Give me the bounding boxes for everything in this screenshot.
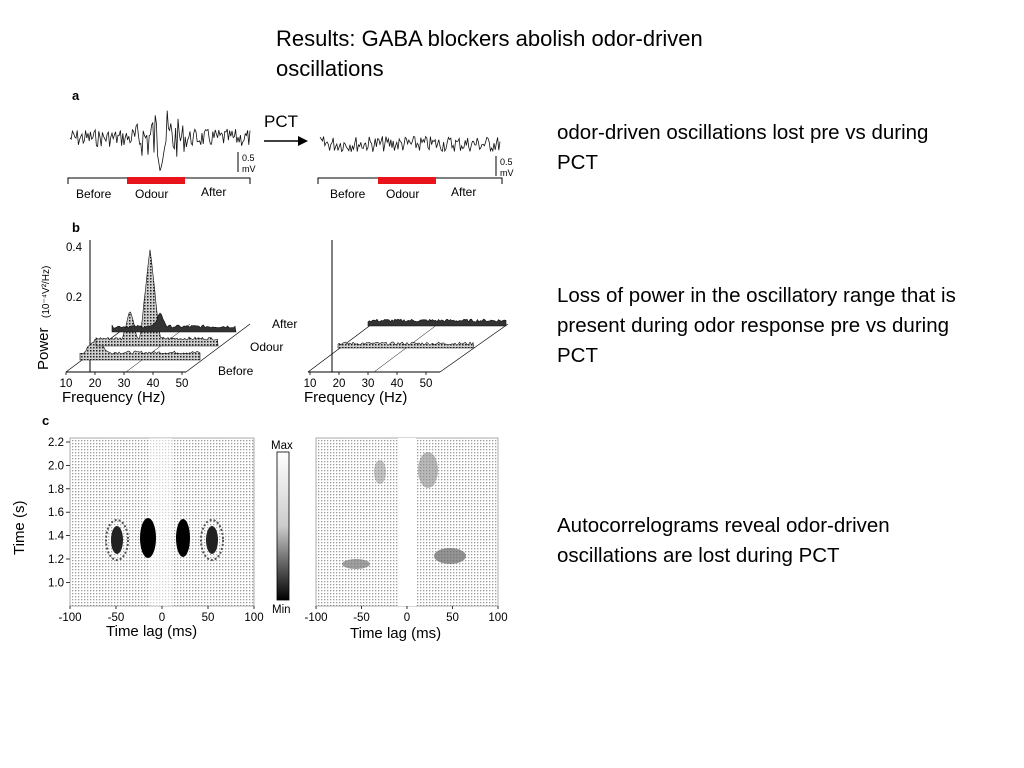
epoch-bar-left: Before Odour After — [67, 177, 251, 201]
tick-label: 1.0 — [48, 577, 64, 589]
trace-pre-pct — [69, 110, 251, 171]
tick-label: 10 — [304, 378, 317, 390]
scale-bar-right: 0.5 mV — [495, 156, 514, 178]
tick-label: 50 — [420, 378, 433, 390]
depth-before: Before — [218, 364, 254, 378]
tick-label: 30 — [362, 378, 375, 390]
figure: a PCT 0.5 mV 0.5 mV Before Odour After B… — [11, 88, 514, 642]
tick-label: -100 — [304, 612, 327, 624]
pct-arrow-icon — [264, 136, 308, 146]
tick-label: 40 — [391, 378, 404, 390]
tick-label: 0 — [159, 612, 165, 624]
odour-bar — [378, 177, 436, 184]
tick-label: 1.2 — [48, 554, 64, 566]
colorbar-max: Max — [271, 440, 293, 452]
autocorrelogram-during-pct — [315, 437, 499, 607]
note-autocorrelograms: Autocorrelograms reveal odor-driven osci… — [557, 514, 890, 567]
tick-label: 50 — [446, 612, 459, 624]
svg-text:0.5: 0.5 — [242, 153, 255, 163]
tick-label: 100 — [244, 612, 263, 624]
epoch-before: Before — [330, 187, 366, 201]
odour-bar — [127, 177, 185, 184]
lag-ticks-right: -100 -50 0 50 100 — [304, 606, 508, 624]
trace-during-pct — [319, 135, 501, 153]
pct-label: PCT — [264, 112, 298, 131]
depth-odour: Odour — [250, 340, 283, 354]
tick-label: -50 — [353, 612, 370, 624]
tick-label: 50 — [202, 612, 215, 624]
lag-axis-label-left: Time lag (ms) — [106, 623, 197, 640]
tick-label: 0 — [404, 612, 410, 624]
panel-a-label: a — [72, 88, 80, 103]
tick-label: -50 — [108, 612, 125, 624]
power-axis-label: Power — [35, 327, 52, 370]
epoch-odour: Odour — [386, 187, 419, 201]
tick-label: -100 — [58, 612, 81, 624]
panel-c-label: c — [42, 413, 49, 428]
spectrum-during-pct — [307, 240, 509, 373]
freq-ticks-right: 10 20 30 40 50 — [304, 372, 433, 390]
scale-bar-left: 0.5 mV — [237, 152, 256, 174]
colorbar: Max Min — [271, 440, 293, 616]
epoch-after: After — [201, 185, 226, 199]
autocorrelogram-pre-pct — [69, 437, 255, 607]
tick-label: 10 — [60, 378, 73, 390]
freq-ticks-left: 10 20 30 40 50 — [60, 372, 189, 390]
epoch-bar-right: Before Odour After — [317, 177, 503, 201]
tick-label: 2.0 — [48, 460, 64, 472]
ytick-0.2: 0.2 — [66, 292, 82, 304]
tick-label: 50 — [176, 378, 189, 390]
panel-b-label: b — [72, 220, 80, 235]
tick-label: 1.4 — [48, 531, 65, 543]
depth-after: After — [272, 317, 297, 331]
tick-label: 2.2 — [48, 437, 64, 449]
tick-label: 30 — [118, 378, 131, 390]
ytick-0.4: 0.4 — [66, 242, 83, 254]
epoch-before: Before — [76, 187, 112, 201]
tick-label: 1.6 — [48, 507, 64, 519]
spectrum-pre-pct — [65, 240, 251, 373]
lag-axis-label-right: Time lag (ms) — [350, 625, 441, 642]
freq-axis-label-right: Frequency (Hz) — [304, 389, 407, 406]
note-traces: odor-driven oscillations lost pre vs dur… — [557, 121, 929, 174]
time-ticks: 2.2 2.0 1.8 1.6 1.4 1.2 1.0 — [48, 437, 70, 589]
freq-axis-label-left: Frequency (Hz) — [62, 389, 165, 406]
slide-title: Results: GABA blockers abolish odor-driv… — [276, 26, 703, 81]
tick-label: 20 — [89, 378, 102, 390]
colorbar-min: Min — [272, 604, 291, 616]
epoch-odour: Odour — [135, 187, 168, 201]
tick-label: 100 — [488, 612, 507, 624]
time-axis-label: Time (s) — [11, 501, 28, 555]
power-unit: (10⁻⁴V²/Hz) — [41, 266, 52, 318]
tick-label: 40 — [147, 378, 160, 390]
svg-text:mV: mV — [242, 164, 256, 174]
tick-label: 1.8 — [48, 484, 64, 496]
lag-ticks-left: -100 -50 0 50 100 — [58, 606, 264, 624]
svg-text:mV: mV — [500, 168, 514, 178]
tick-label: 20 — [333, 378, 346, 390]
note-power-spectra: Loss of power in the oscillatory range t… — [557, 284, 956, 367]
svg-text:0.5: 0.5 — [500, 157, 513, 167]
epoch-after: After — [451, 185, 476, 199]
